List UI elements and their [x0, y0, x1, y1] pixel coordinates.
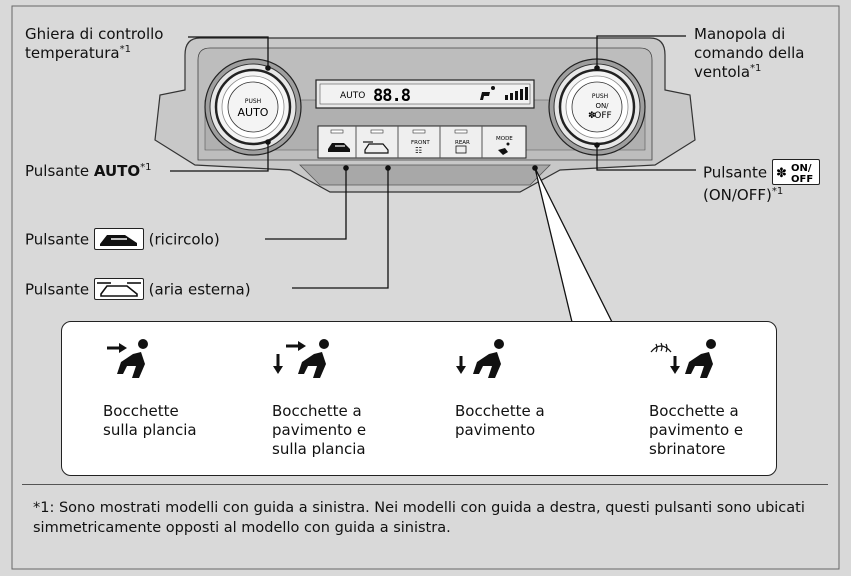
divider [22, 484, 828, 485]
vent-modes-box: Bocchette sulla plancia Bocchette a pavi… [61, 321, 777, 476]
right-knob-off: OFF [594, 111, 611, 121]
svg-text:✽: ✽ [776, 166, 787, 181]
btn-mode-text: MODE [496, 136, 513, 142]
recirculation-icon [93, 228, 144, 250]
dashboard-vent-icon [103, 334, 263, 388]
floor-vent-icon [455, 334, 615, 388]
front-defrost-icon: ☷ [415, 146, 422, 155]
right-knob-on: ON/ [595, 102, 609, 110]
footnote: *1: Sono mostrati modelli con guida a si… [33, 500, 805, 536]
mode-floor-dashboard-vents: Bocchette a pavimento e sulla plancia [272, 334, 432, 459]
mode-icon [498, 142, 510, 155]
display-seat-icon [480, 86, 495, 100]
fresh-air-icon [93, 278, 144, 300]
mode-callout-wedge [534, 167, 614, 323]
fan-knob-label: Manopola di comando della ventola*1 [694, 25, 805, 81]
auto-button-label: Pulsante AUTO*1 [25, 162, 152, 180]
recirc-button-label: Pulsante (ricircolo) [25, 228, 220, 251]
display-temp-text: 88.8 [373, 86, 411, 106]
recirculation-icon [328, 143, 350, 152]
fresh-air-icon [363, 141, 389, 154]
onoff-on-text: ON/ [791, 163, 812, 174]
fan-control-knob: PUSH ON/ OFF ✽ [548, 58, 646, 156]
display-auto-text: AUTO [340, 91, 365, 101]
callout-dots [265, 65, 600, 171]
btn-front-text: FRONT [411, 140, 430, 146]
fan-icon: ✽ [588, 111, 596, 121]
fan-bars-icon [505, 87, 528, 100]
temp-dial-label: Ghiera di controllo temperatura*1 [25, 25, 164, 62]
floor-defrost-vent-icon [649, 334, 809, 388]
rear-defrost-icon [455, 145, 467, 154]
floor-dashboard-vent-icon [272, 334, 432, 388]
panel-buttons: FRONT ☷ REAR MODE [317, 125, 527, 159]
onoff-button-label: Pulsante ✽ ON/ OFF (ON/OFF)*1 [703, 159, 820, 205]
left-knob-auto: AUTO [238, 106, 269, 119]
callout-lines [170, 35, 696, 289]
mode-floor-defrost-vents: Bocchette a pavimento e sbrinatore [649, 334, 809, 459]
right-knob-push: PUSH [592, 93, 608, 100]
mode-floor-vents: Bocchette a pavimento [455, 334, 615, 440]
mode-dashboard-vents: Bocchette sulla plancia [103, 334, 263, 440]
onoff-off-text: OFF [791, 174, 813, 184]
btn-rear-text: REAR [455, 140, 470, 146]
fresh-air-button-label: Pulsante (aria esterna) [25, 278, 251, 301]
temperature-dial: PUSH AUTO [204, 58, 302, 156]
left-knob-push: PUSH [245, 98, 261, 105]
fan-onoff-icon: ✽ ON/ OFF [771, 159, 820, 185]
